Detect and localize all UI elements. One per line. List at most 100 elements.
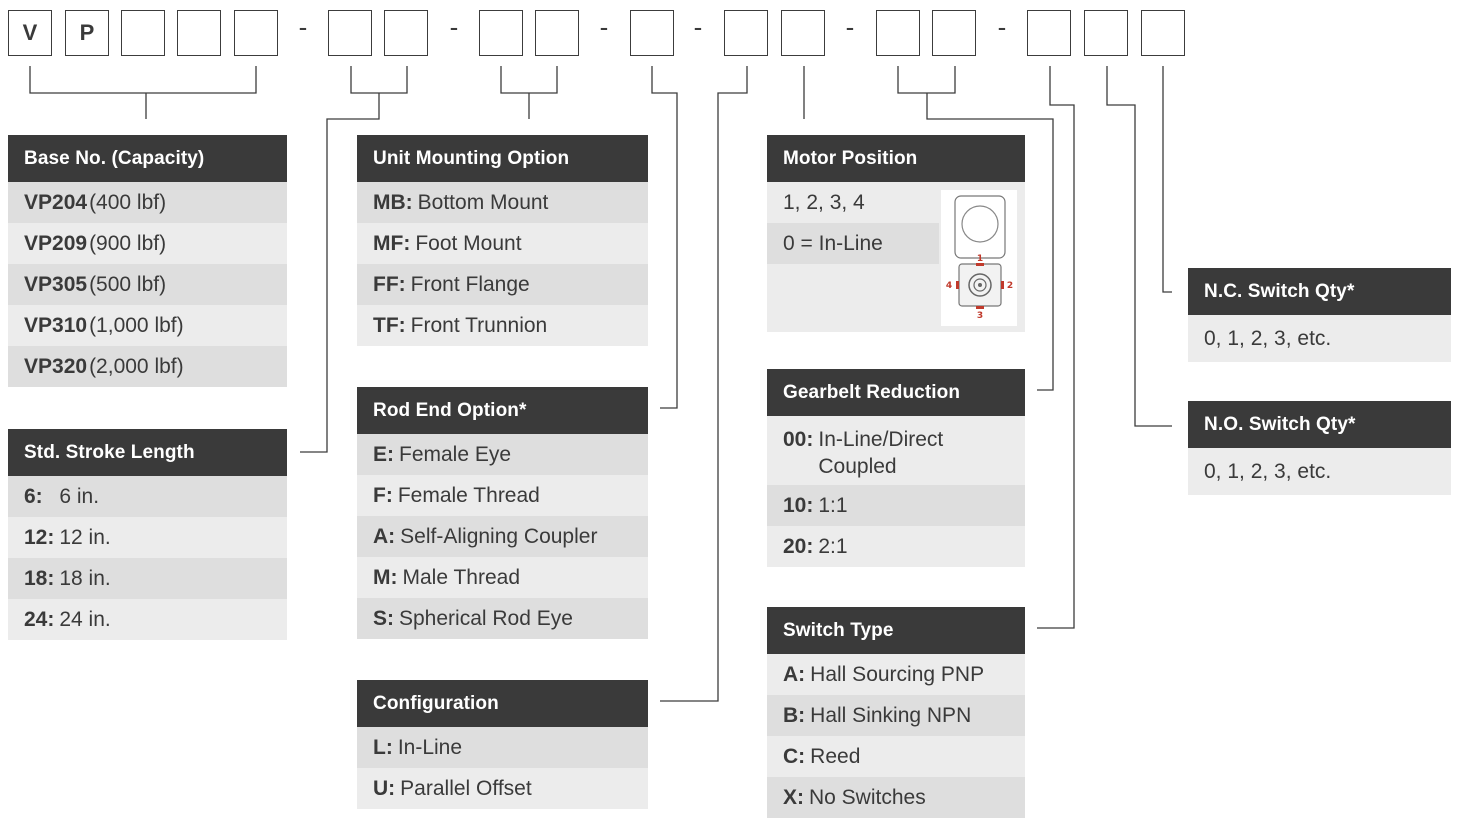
table-title: Base No. (Capacity) [8, 135, 287, 182]
motor-position-body: 1, 2, 3, 4 0 = In-Line 1 2 3 4 [767, 182, 1025, 332]
option-text: Female Eye [399, 442, 512, 466]
part-box-1[interactable]: V [8, 10, 52, 56]
part-box-12[interactable] [781, 10, 825, 56]
table-unit-mounting: Unit Mounting Option MB:Bottom Mount MF:… [357, 135, 648, 346]
option-code: S: [373, 606, 394, 630]
table-nc-switch-qty: N.C. Switch Qty* 0, 1, 2, 3, etc. [1188, 268, 1451, 362]
table-row: X:No Switches [767, 777, 1025, 818]
option-text: (2,000 lbf) [89, 354, 184, 378]
motor-label-3: 3 [977, 311, 983, 321]
table-row: 0, 1, 2, 3, etc. [1188, 448, 1451, 495]
table-row: S:Spherical Rod Eye [357, 598, 648, 639]
table-row: A:Hall Sourcing PNP [767, 654, 1025, 695]
option-text: 6 in. [47, 484, 100, 508]
table-row: 20:2:1 [767, 526, 1025, 567]
connector-mounting-bracket [500, 66, 558, 94]
table-title: Switch Type [767, 607, 1025, 654]
option-code: 10: [783, 493, 814, 517]
separator-dash: - [449, 12, 459, 42]
part-box-8[interactable] [479, 10, 523, 56]
option-code: A: [373, 524, 396, 548]
part-box-17[interactable] [1141, 10, 1185, 56]
option-code: B: [783, 703, 806, 727]
option-text: Self-Aligning Coupler [400, 524, 598, 548]
option-code: TF: [373, 313, 406, 337]
part-box-6[interactable] [328, 10, 372, 56]
option-text: (400 lbf) [89, 190, 167, 214]
option-text: 2:1 [818, 534, 848, 558]
part-box-2[interactable]: P [65, 10, 109, 56]
motor-position-diagram: 1 2 3 4 [941, 190, 1017, 326]
motor-label-4: 4 [946, 281, 952, 291]
table-row: VP310(1,000 lbf) [8, 305, 287, 346]
table-stroke-length: Std. Stroke Length 6: 6 in. 12:12 in. 18… [8, 429, 287, 640]
option-code: X: [783, 785, 804, 809]
option-text: 1:1 [818, 493, 848, 517]
table-no-switch-qty: N.O. Switch Qty* 0, 1, 2, 3, etc. [1188, 401, 1451, 495]
table-title: Unit Mounting Option [357, 135, 648, 182]
option-code: M: [373, 565, 398, 589]
table-title: Configuration [357, 680, 648, 727]
table-switch-type: Switch Type A:Hall Sourcing PNP B:Hall S… [767, 607, 1025, 818]
table-row: 0 = In-Line [767, 223, 939, 264]
option-text-line1: In-Line/Direct [818, 428, 944, 451]
option-code: 6: [24, 484, 43, 508]
part-box-16[interactable] [1084, 10, 1128, 56]
part-box-4[interactable] [177, 10, 221, 56]
part-box-5[interactable] [234, 10, 278, 56]
motor-label-1: 1 [977, 254, 983, 264]
option-text: Front Flange [410, 272, 530, 296]
option-code: VP204 [24, 190, 88, 214]
motor-label-2: 2 [1007, 281, 1013, 291]
table-row: VP209(900 lbf) [8, 223, 287, 264]
table-row: M:Male Thread [357, 557, 648, 598]
option-text: Front Trunnion [410, 313, 548, 337]
table-configuration: Configuration L:In-Line U:Parallel Offse… [357, 680, 648, 809]
option-code: A: [783, 662, 806, 686]
option-code: 24: [24, 607, 55, 631]
option-code: 20: [783, 534, 814, 558]
option-code: VP305 [24, 272, 88, 296]
option-text: 0 = In-Line [783, 231, 883, 255]
part-box-14[interactable] [932, 10, 976, 56]
option-code: F: [373, 483, 393, 507]
option-text-line2: Coupled [818, 455, 897, 478]
option-text: 18 in. [59, 566, 111, 590]
option-text: Spherical Rod Eye [399, 606, 573, 630]
option-code: MF: [373, 231, 411, 255]
table-row: A:Self-Aligning Coupler [357, 516, 648, 557]
option-text: (900 lbf) [89, 231, 167, 255]
table-row: 18:18 in. [8, 558, 287, 599]
motor-diagram-icon: 1 2 3 4 [946, 195, 1013, 321]
option-text: (500 lbf) [89, 272, 167, 296]
table-motor-position: Motor Position 1, 2, 3, 4 0 = In-Line 1 … [767, 135, 1025, 332]
option-code: VP310 [24, 313, 88, 337]
part-box-11[interactable] [724, 10, 768, 56]
part-box-15[interactable] [1027, 10, 1071, 56]
option-code: VP209 [24, 231, 88, 255]
table-row: E:Female Eye [357, 434, 648, 475]
table-row: VP204(400 lbf) [8, 182, 287, 223]
part-box-10[interactable] [630, 10, 674, 56]
table-row: 1, 2, 3, 4 [767, 182, 939, 223]
separator-dash: - [599, 12, 609, 42]
table-base-capacity: Base No. (Capacity) VP204(400 lbf) VP209… [8, 135, 287, 387]
option-text: Male Thread [402, 565, 521, 589]
table-row: MB:Bottom Mount [357, 182, 648, 223]
table-title: Std. Stroke Length [8, 429, 287, 476]
part-box-3[interactable] [121, 10, 165, 56]
table-row: U:Parallel Offset [357, 768, 648, 809]
option-text: Bottom Mount [417, 190, 549, 214]
part-box-9[interactable] [535, 10, 579, 56]
table-row: C:Reed [767, 736, 1025, 777]
option-code: VP320 [24, 354, 88, 378]
option-text: Female Thread [397, 483, 540, 507]
option-text: 24 in. [59, 607, 111, 631]
part-box-7[interactable] [384, 10, 428, 56]
connector-base-bracket [29, 66, 257, 94]
option-code: 00: [783, 428, 814, 451]
table-row: 6: 6 in. [8, 476, 287, 517]
part-box-13[interactable] [876, 10, 920, 56]
